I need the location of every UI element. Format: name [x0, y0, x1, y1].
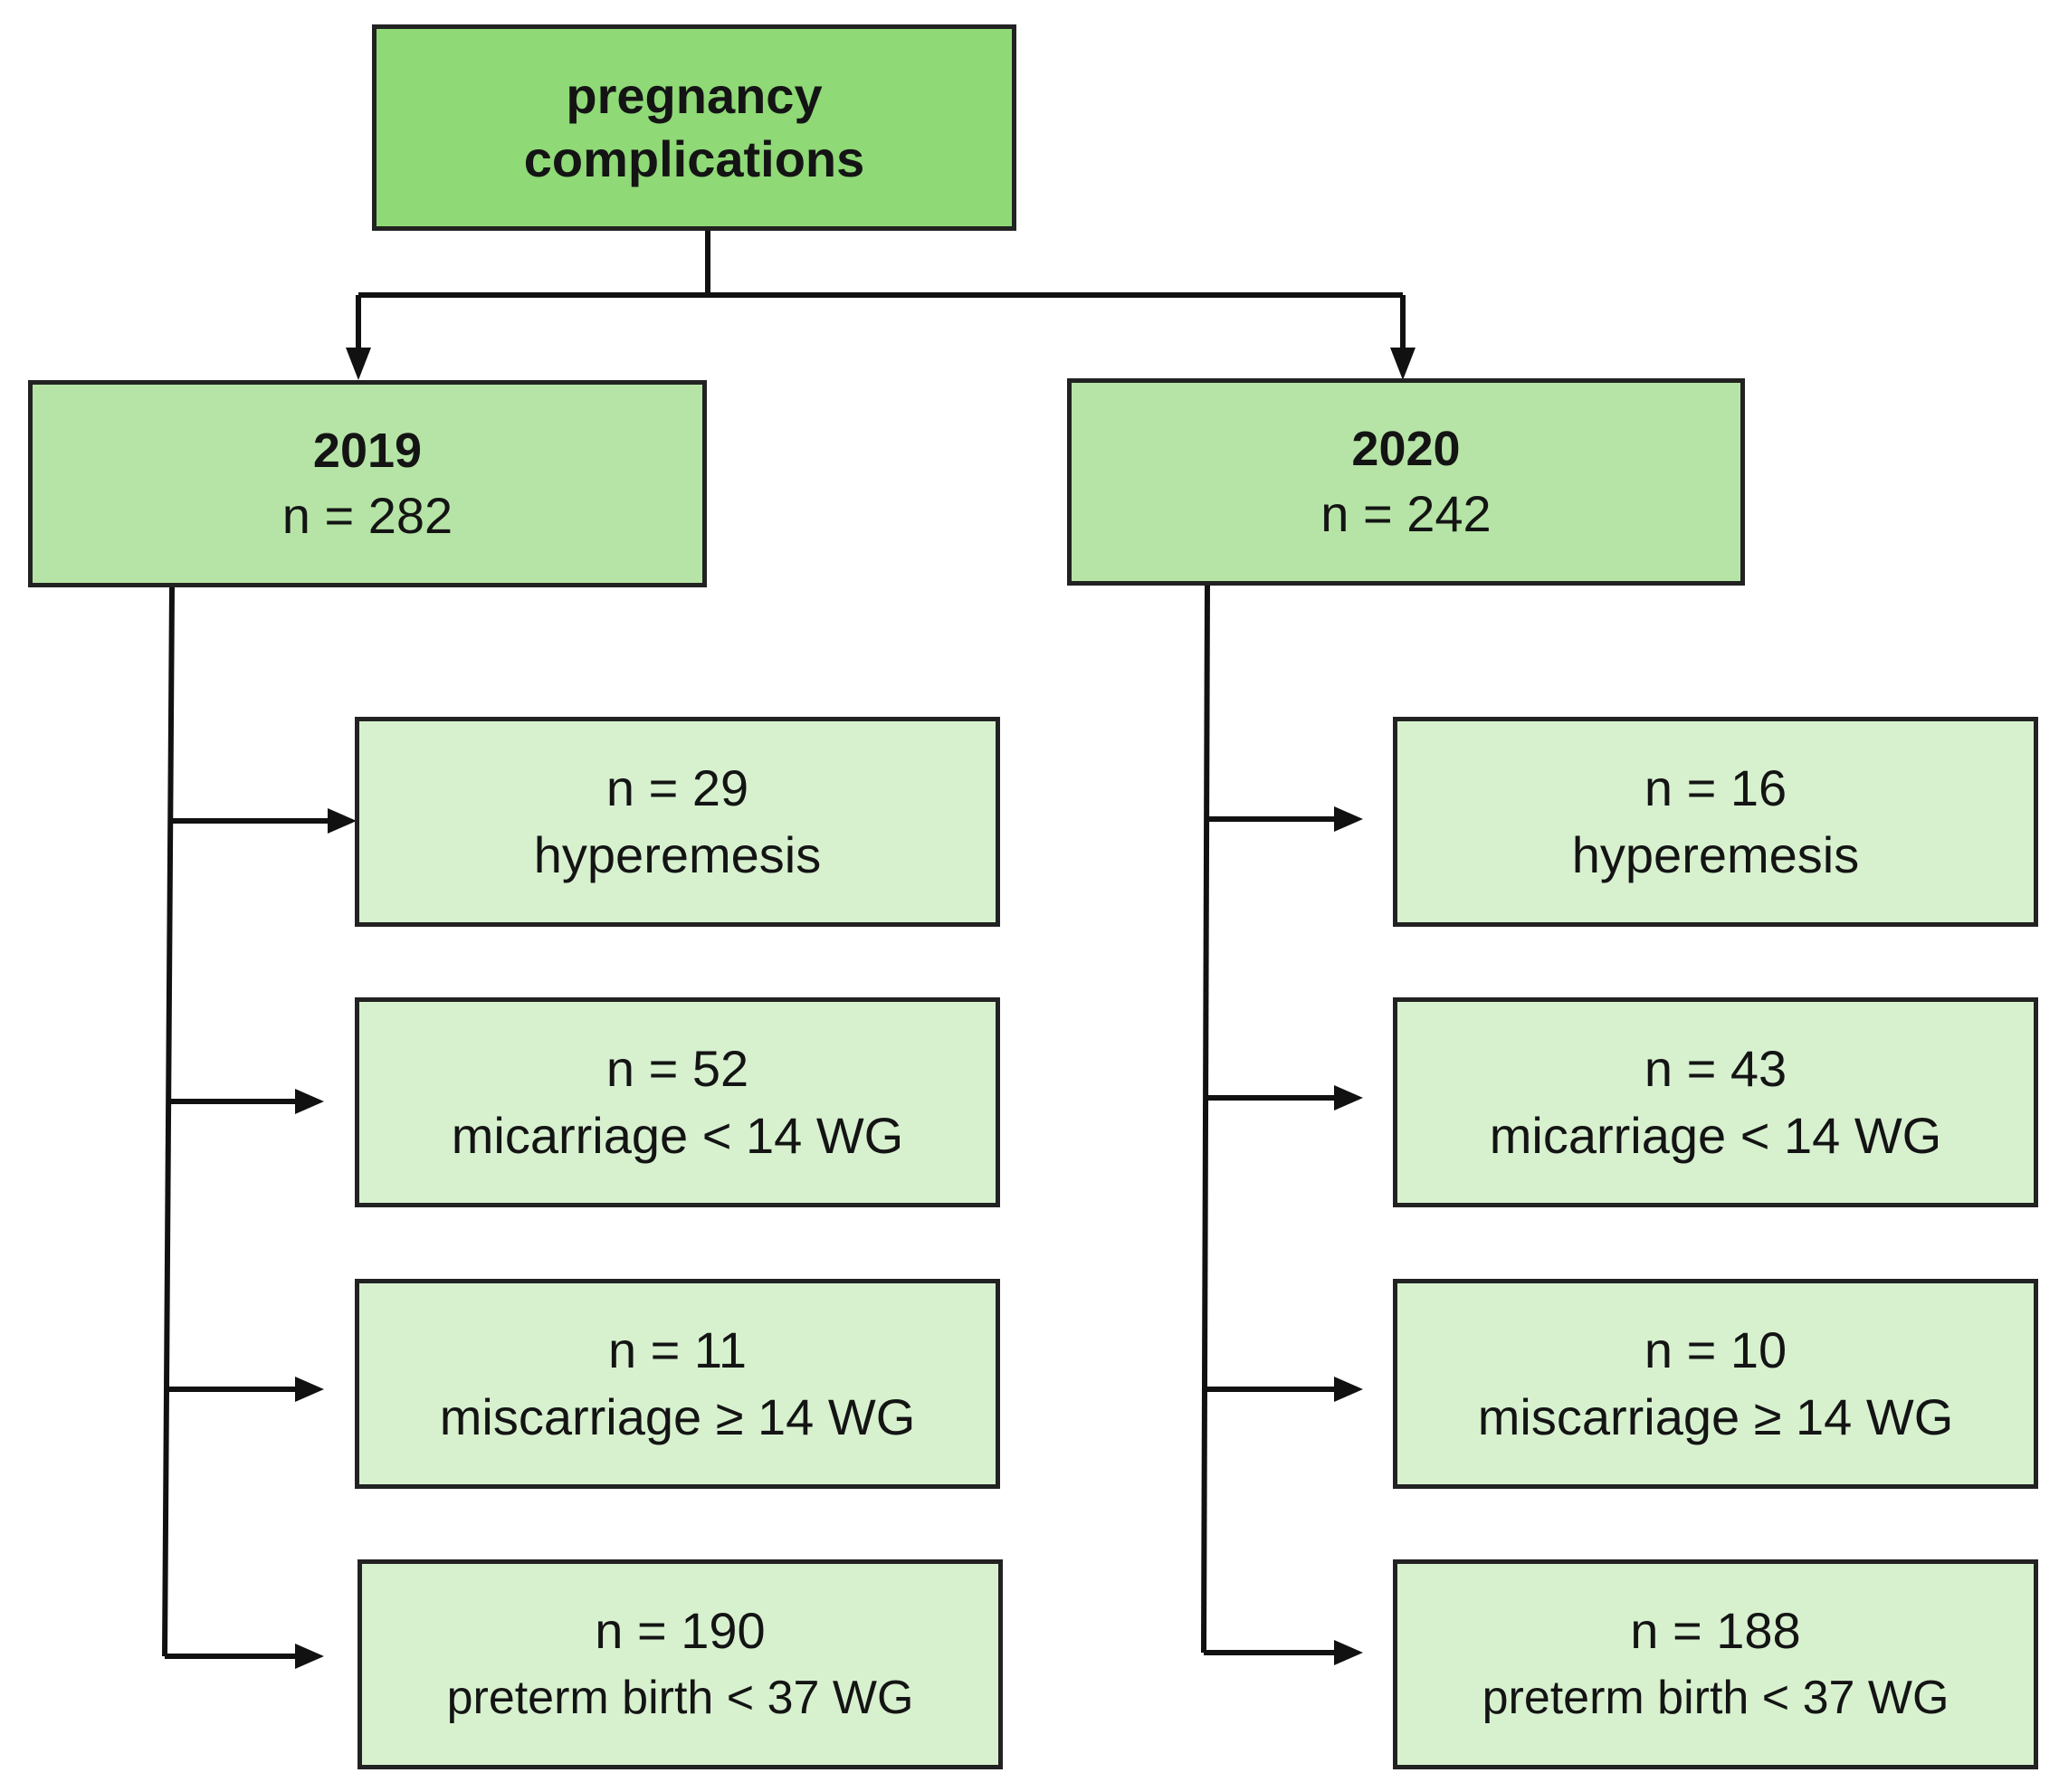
arrowhead-2020-4 [1334, 1640, 1363, 1665]
outcome-box-2019-preterm: n = 190 preterm birth < 37 WG [357, 1559, 1003, 1769]
outcome-count: n = 43 [1644, 1040, 1787, 1097]
outcome-box-2020-miscarriage-late: n = 10 miscarriage ≥ 14 WG [1393, 1279, 2038, 1489]
outcome-count: n = 29 [605, 759, 749, 816]
outcome-box-2020-hyperemesis: n = 16 hyperemesis [1393, 717, 2038, 927]
year-box-2020: 2020 n = 242 [1067, 378, 1745, 586]
arrowhead-2019-1 [328, 808, 357, 834]
outcome-count: n = 16 [1644, 759, 1787, 816]
spine-2020 [1201, 583, 1210, 1654]
year-box-2019: 2019 n = 282 [28, 380, 707, 587]
year-count: n = 282 [281, 486, 453, 544]
outcome-label: miscarriage ≥ 14 WG [1477, 1388, 1954, 1445]
outcome-label: micarriage < 14 WG [451, 1107, 904, 1164]
arrowhead-2020-3 [1334, 1377, 1363, 1402]
outcome-count: n = 10 [1644, 1321, 1787, 1378]
outcome-label: preterm birth < 37 WG [446, 1672, 914, 1724]
arrowhead-2019-3 [295, 1377, 324, 1402]
arrowhead-2020-1 [1334, 806, 1363, 832]
outcome-box-2019-miscarriage-early: n = 52 micarriage < 14 WG [355, 997, 1000, 1207]
arrowhead-2019-4 [295, 1644, 324, 1669]
outcome-label: miscarriage ≥ 14 WG [439, 1388, 916, 1445]
year-label: 2020 [1351, 421, 1461, 476]
outcome-box-2019-miscarriage-late: n = 11 miscarriage ≥ 14 WG [355, 1279, 1000, 1489]
outcome-label: preterm birth < 37 WG [1482, 1672, 1949, 1724]
outcome-count: n = 11 [607, 1321, 748, 1378]
arrowhead-2020-2 [1334, 1085, 1363, 1110]
outcome-label: hyperemesis [1571, 826, 1860, 883]
year-count: n = 242 [1320, 484, 1492, 542]
arrowhead-2020 [1390, 348, 1416, 380]
spine-2019 [162, 586, 175, 1657]
root-box: pregnancy complications [372, 24, 1016, 231]
root-title-line2: complications [523, 130, 865, 187]
outcome-count: n = 188 [1630, 1602, 1801, 1659]
arrowhead-2019 [346, 348, 371, 380]
outcome-label: micarriage < 14 WG [1489, 1107, 1942, 1164]
outcome-label: hyperemesis [533, 826, 822, 883]
outcome-count: n = 190 [595, 1602, 766, 1659]
outcome-box-2020-miscarriage-early: n = 43 micarriage < 14 WG [1393, 997, 2038, 1207]
outcome-box-2019-hyperemesis: n = 29 hyperemesis [355, 717, 1000, 927]
outcome-count: n = 52 [605, 1040, 749, 1097]
root-title-line1: pregnancy [566, 67, 823, 124]
outcome-box-2020-preterm: n = 188 preterm birth < 37 WG [1393, 1559, 2038, 1769]
year-label: 2019 [312, 423, 423, 478]
arrowhead-2019-2 [295, 1089, 324, 1114]
